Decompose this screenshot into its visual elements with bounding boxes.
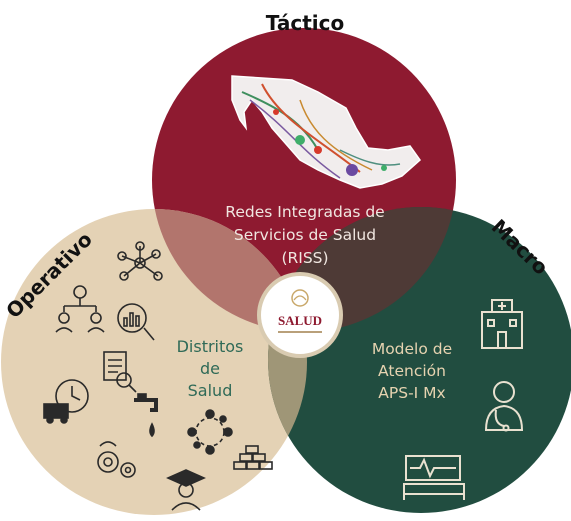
left-circle-line-1: Distritos: [177, 337, 244, 356]
network-icon: [117, 241, 163, 281]
mexico-map-icon: [231, 75, 422, 189]
hospital-bed-icon: [403, 455, 465, 500]
overlap-top-left: [152, 209, 307, 332]
salud-logo: SALUD: [257, 272, 343, 358]
clock-truck-icon: [43, 379, 89, 424]
analytics-gear-icon: [117, 303, 155, 341]
gears-icon: [97, 441, 136, 478]
hospital-icon: [481, 299, 523, 349]
left-circle-line-2: de: [200, 359, 220, 378]
doctor-icon: [484, 381, 524, 432]
bricks-icon: [233, 445, 273, 470]
overlap-top-right: [268, 207, 456, 332]
document-search-icon: [103, 351, 137, 393]
salud-logo-text: SALUD: [278, 313, 322, 328]
left-circle-line-3: Salud: [188, 381, 233, 400]
top-circle-line-1: Redes Integradas de: [225, 203, 384, 221]
right-circle-line-3: APS-I Mx: [378, 384, 445, 402]
water-tap-icon: [134, 393, 158, 438]
right-circle-line-2: Atención: [378, 362, 446, 380]
label-tactico: Táctico: [266, 11, 344, 35]
team-circle-icon: [187, 409, 233, 455]
right-circle-line-1: Modelo de: [372, 340, 452, 358]
top-circle-line-2: Servicios de Salud: [234, 226, 376, 244]
graduate-icon: [166, 469, 206, 511]
org-chart-icon: [55, 285, 105, 333]
top-circle-line-3: (RISS): [281, 249, 328, 267]
